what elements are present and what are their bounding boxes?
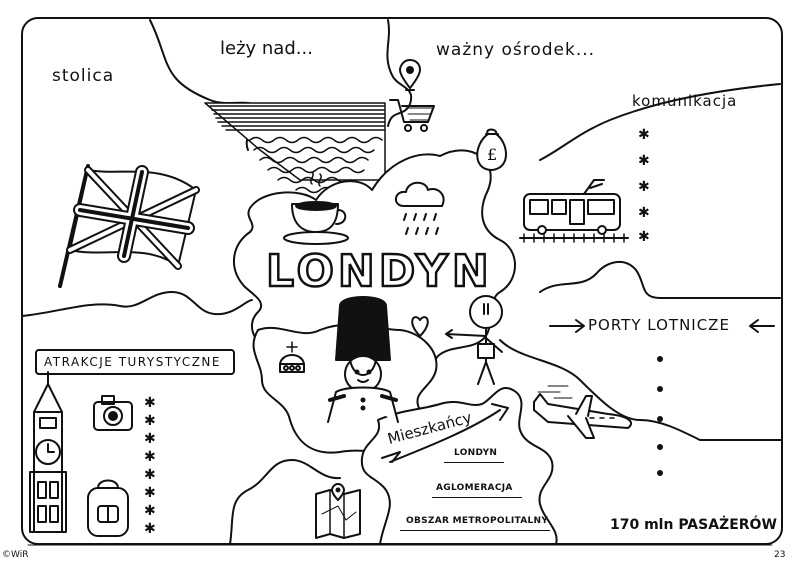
atrakcje-bullet: ✱ xyxy=(144,503,156,519)
puzzle-edge-bottom-left xyxy=(229,459,341,545)
atrakcje-turystyczne-label: ATRAKCJE TURYSTYCZNE xyxy=(44,355,221,369)
water-waves-icon xyxy=(204,102,386,194)
svg-text:£: £ xyxy=(487,145,497,164)
obszar-underline xyxy=(400,530,550,531)
atrakcje-bullet: ✱ xyxy=(144,467,156,483)
puzzle-edge-right-top xyxy=(539,83,781,161)
stolica-label: stolica xyxy=(52,66,115,86)
camera-icon xyxy=(93,395,133,431)
page-number: 23 xyxy=(774,550,786,560)
map-icon xyxy=(315,483,361,539)
atrakcje-label-box xyxy=(35,349,235,375)
atrakcje-bullet: ✱ xyxy=(144,521,156,537)
londyn-underline xyxy=(444,462,504,463)
tram-icon xyxy=(519,179,629,243)
passenger-count-label: 170 mln PASAŻERÓW xyxy=(610,517,777,533)
atrakcje-bullet: ✱ xyxy=(144,413,156,429)
puzzle-edge-left-mid xyxy=(21,291,253,317)
porty-bullet xyxy=(657,444,663,450)
puzzle-edge-right-mid xyxy=(539,260,781,299)
komunikacja-bullet: ✱ xyxy=(638,229,650,245)
aglomeracja-underline xyxy=(432,497,522,498)
porty-bullet xyxy=(657,386,663,392)
atrakcje-bullet: ✱ xyxy=(144,395,156,411)
komunikacja-bullet: ✱ xyxy=(638,153,650,169)
atrakcje-bullet: ✱ xyxy=(144,485,156,501)
airplane-icon xyxy=(533,385,633,439)
porty-lotnicze-label: PORTY LOTNICZE xyxy=(588,316,730,334)
pound-money-bag-icon: £ xyxy=(476,128,507,171)
puzzle-edge-right-low xyxy=(499,339,783,441)
mieszkancy-banner xyxy=(381,403,509,463)
atrakcje-bullet: ✱ xyxy=(144,431,156,447)
aglomeracja-label: AGLOMERACJA xyxy=(436,483,513,493)
shopping-cart-icon xyxy=(389,99,435,132)
komunikacja-bullet: ✱ xyxy=(638,127,650,143)
atrakcje-bullet: ✱ xyxy=(144,449,156,465)
wazny-osrodek-label: ważny ośrodek... xyxy=(436,40,596,60)
rain-cloud-icon xyxy=(395,181,445,235)
backpack-icon xyxy=(87,479,129,537)
komunikacja-bullet: ✱ xyxy=(638,179,650,195)
londyn-item-label: LONDYN xyxy=(454,448,498,458)
union-jack-flag-icon xyxy=(58,164,200,288)
porty-lotnicze-arrows xyxy=(549,319,775,333)
stick-figure-icon xyxy=(445,295,503,385)
big-ben-icon xyxy=(29,371,67,533)
crown-icon xyxy=(279,341,305,373)
copyright-text: ©WiR xyxy=(2,550,29,560)
lezy-nad-label: leży nad... xyxy=(220,38,313,59)
teacup-icon xyxy=(283,171,349,245)
komunikacja-label: komunikacja xyxy=(632,92,738,110)
komunikacja-bullet: ✱ xyxy=(638,205,650,221)
porty-bullet xyxy=(657,356,663,362)
obszar-metropolitalny-label: OBSZAR METROPOLITALNY xyxy=(406,516,549,526)
heart-icon xyxy=(411,316,429,337)
page-title: LONDYN xyxy=(265,246,493,297)
porty-bullet xyxy=(657,416,663,422)
royal-guard-icon xyxy=(327,296,399,423)
map-pin-icon xyxy=(399,59,421,91)
porty-bullet xyxy=(657,470,663,476)
mieszkancy-puzzle-piece xyxy=(360,386,558,545)
puzzle-edge-top xyxy=(386,19,413,127)
